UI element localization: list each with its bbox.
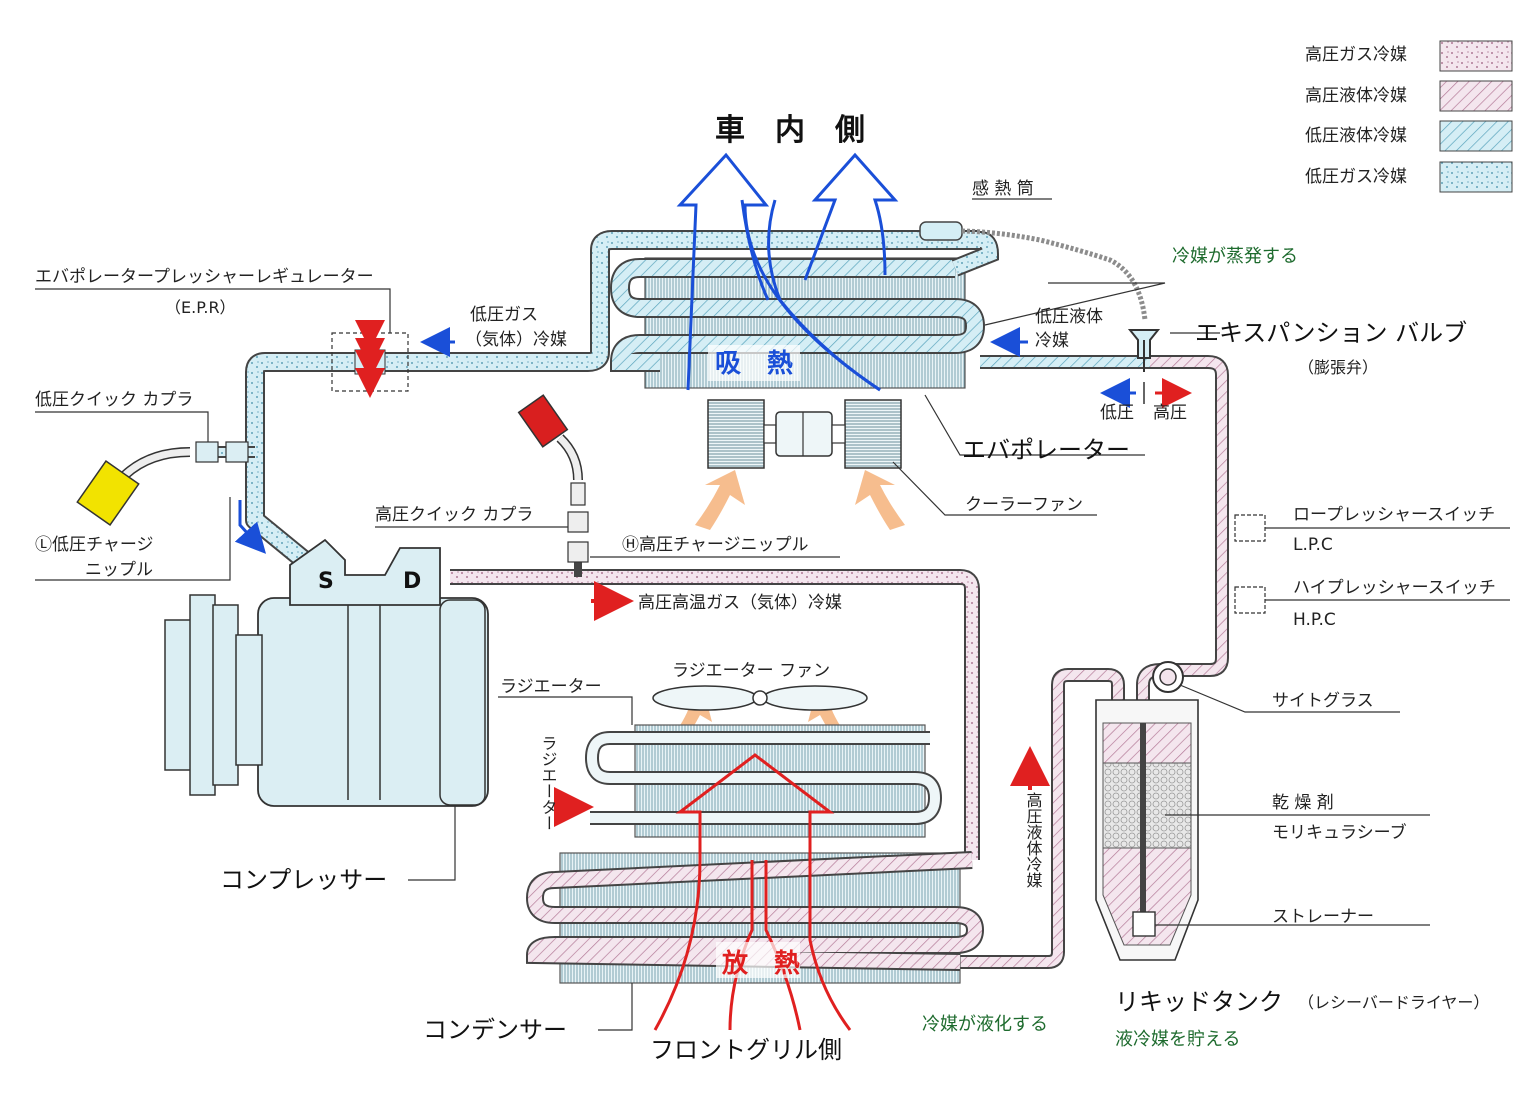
lp-charge-nipple-label-2: ニップル <box>85 560 153 580</box>
legend-swatch <box>1439 80 1513 112</box>
liquefies-label: 冷媒が液化する <box>922 1014 1048 1035</box>
hp-switch-label: ハイプレッシャースイッチ <box>1293 578 1496 598</box>
hp-quick-coupler <box>517 394 589 563</box>
leader-lines <box>35 198 1510 1031</box>
legend-label: 高圧ガス冷媒 <box>1305 45 1407 65</box>
hp-liquid-vertical-label: 高圧液体冷媒 <box>1024 792 1043 888</box>
low-pressure-label: 低圧 <box>1100 403 1134 423</box>
lp-switch-label: ロープレッシャースイッチ <box>1293 505 1495 525</box>
legend-swatch <box>1439 120 1513 152</box>
desiccant-label: 乾 燥 剤 <box>1272 793 1334 813</box>
lp-quick-coupler-label: 低圧クイック カプラ <box>35 390 193 410</box>
condenser <box>525 851 985 984</box>
legend-swatch <box>1439 40 1513 72</box>
heat-absorb-label: 吸 熱 <box>715 349 793 379</box>
hp-switch-abbr-label: H.P.C <box>1293 610 1336 630</box>
evaporator <box>609 231 1000 389</box>
stores-liquid-label: 液冷媒を貯える <box>1115 1029 1240 1050</box>
liquid-tank <box>1095 699 1199 961</box>
legend: 高圧ガス冷媒 高圧液体冷媒 低圧液体冷媒 低圧ガス冷媒 <box>1305 40 1513 193</box>
legend-item-hp-liquid: 高圧液体冷媒 <box>1305 80 1513 112</box>
legend-swatch <box>1439 161 1513 193</box>
legend-item-lp-gas: 低圧ガス冷媒 <box>1305 161 1513 193</box>
condenser-label: コンデンサー <box>423 1016 567 1044</box>
hp-switch <box>1234 586 1266 614</box>
lp-gas-label-2: （気体）冷媒 <box>465 330 567 350</box>
lp-quick-coupler <box>76 441 249 526</box>
expansion-valve-label: エキスパンション バルブ <box>1195 319 1467 347</box>
molecular-sieve-label: モリキュラシーブ <box>1272 822 1407 843</box>
evaporates-label: 冷媒が蒸発する <box>1172 246 1298 267</box>
cooler-fan-label: クーラーファン <box>965 495 1083 515</box>
labels: 車 内 側 吸 熱 放 熱 フロントグリル側 感 熱 筒 冷媒が蒸発する 低圧液… <box>35 113 1496 1064</box>
sensing-bulb-label: 感 熱 筒 <box>972 179 1034 199</box>
legend-item-lp-liquid: 低圧液体冷媒 <box>1305 120 1513 152</box>
radiator <box>584 724 943 838</box>
interior-air-arrows <box>676 152 899 392</box>
radiator-fan <box>652 685 868 711</box>
red-flow-arrows <box>554 378 1192 827</box>
discharge-port-label: D <box>403 569 421 594</box>
compressor-label: コンプレッサー <box>220 866 387 894</box>
legend-label: 低圧液体冷媒 <box>1305 126 1407 146</box>
legend-label: 高圧液体冷媒 <box>1305 86 1407 106</box>
car-interior-label: 車 内 側 <box>715 113 865 148</box>
lp-gas-label-1: 低圧ガス <box>470 305 538 325</box>
blue-flow-arrows <box>234 327 1136 554</box>
epr-valve <box>331 320 409 398</box>
high-pressure-label: 高圧 <box>1153 403 1187 423</box>
epr-name-label: エバポレータープレッシャーレギュレーター <box>35 267 374 287</box>
front-grille-label: フロントグリル側 <box>650 1036 842 1064</box>
expansion-valve-sub-label: （膨張弁） <box>1298 358 1378 377</box>
heat-release-label: 放 熱 <box>721 948 800 979</box>
cooler-fan <box>707 399 902 469</box>
hp-hot-gas-label: 高圧高温ガス（気体）冷媒 <box>638 593 842 613</box>
evaporator-label: エバポレーター <box>962 436 1130 464</box>
hp-quick-coupler-label: 高圧クイック カプラ <box>375 505 533 525</box>
hp-charge-nipple-label: Ⓗ高圧チャージニップル <box>622 535 809 555</box>
legend-item-hp-gas: 高圧ガス冷媒 <box>1305 40 1513 72</box>
liquid-tank-label: リキッドタンク <box>1115 988 1283 1016</box>
lp-liquid-label-1: 低圧液体 <box>1035 307 1103 327</box>
compressor: S D <box>164 538 489 807</box>
radiator-vertical-label: ラジエーター <box>539 735 558 831</box>
radiator-fan-label: ラジエーター ファン <box>672 661 830 681</box>
sight-glass-label: サイトグラス <box>1272 691 1374 711</box>
strainer-label: ストレーナー <box>1272 907 1374 927</box>
sight-glass <box>1152 661 1184 693</box>
expansion-valve <box>1127 329 1161 372</box>
epr-abbr-label: （E.P.R） <box>165 298 236 317</box>
lp-charge-nipple-label-1: Ⓛ低圧チャージ <box>35 535 154 555</box>
legend-label: 低圧ガス冷媒 <box>1305 167 1407 187</box>
suction-port-label: S <box>318 569 334 594</box>
radiator-label: ラジエーター <box>500 677 602 697</box>
lp-liquid-label-2: 冷媒 <box>1035 331 1069 351</box>
lp-switch-abbr-label: L.P.C <box>1293 535 1333 555</box>
lp-switch <box>1234 514 1266 542</box>
sensing-bulb <box>919 221 1148 321</box>
liquid-tank-sub-label: （レシーバードライヤー） <box>1298 993 1489 1012</box>
